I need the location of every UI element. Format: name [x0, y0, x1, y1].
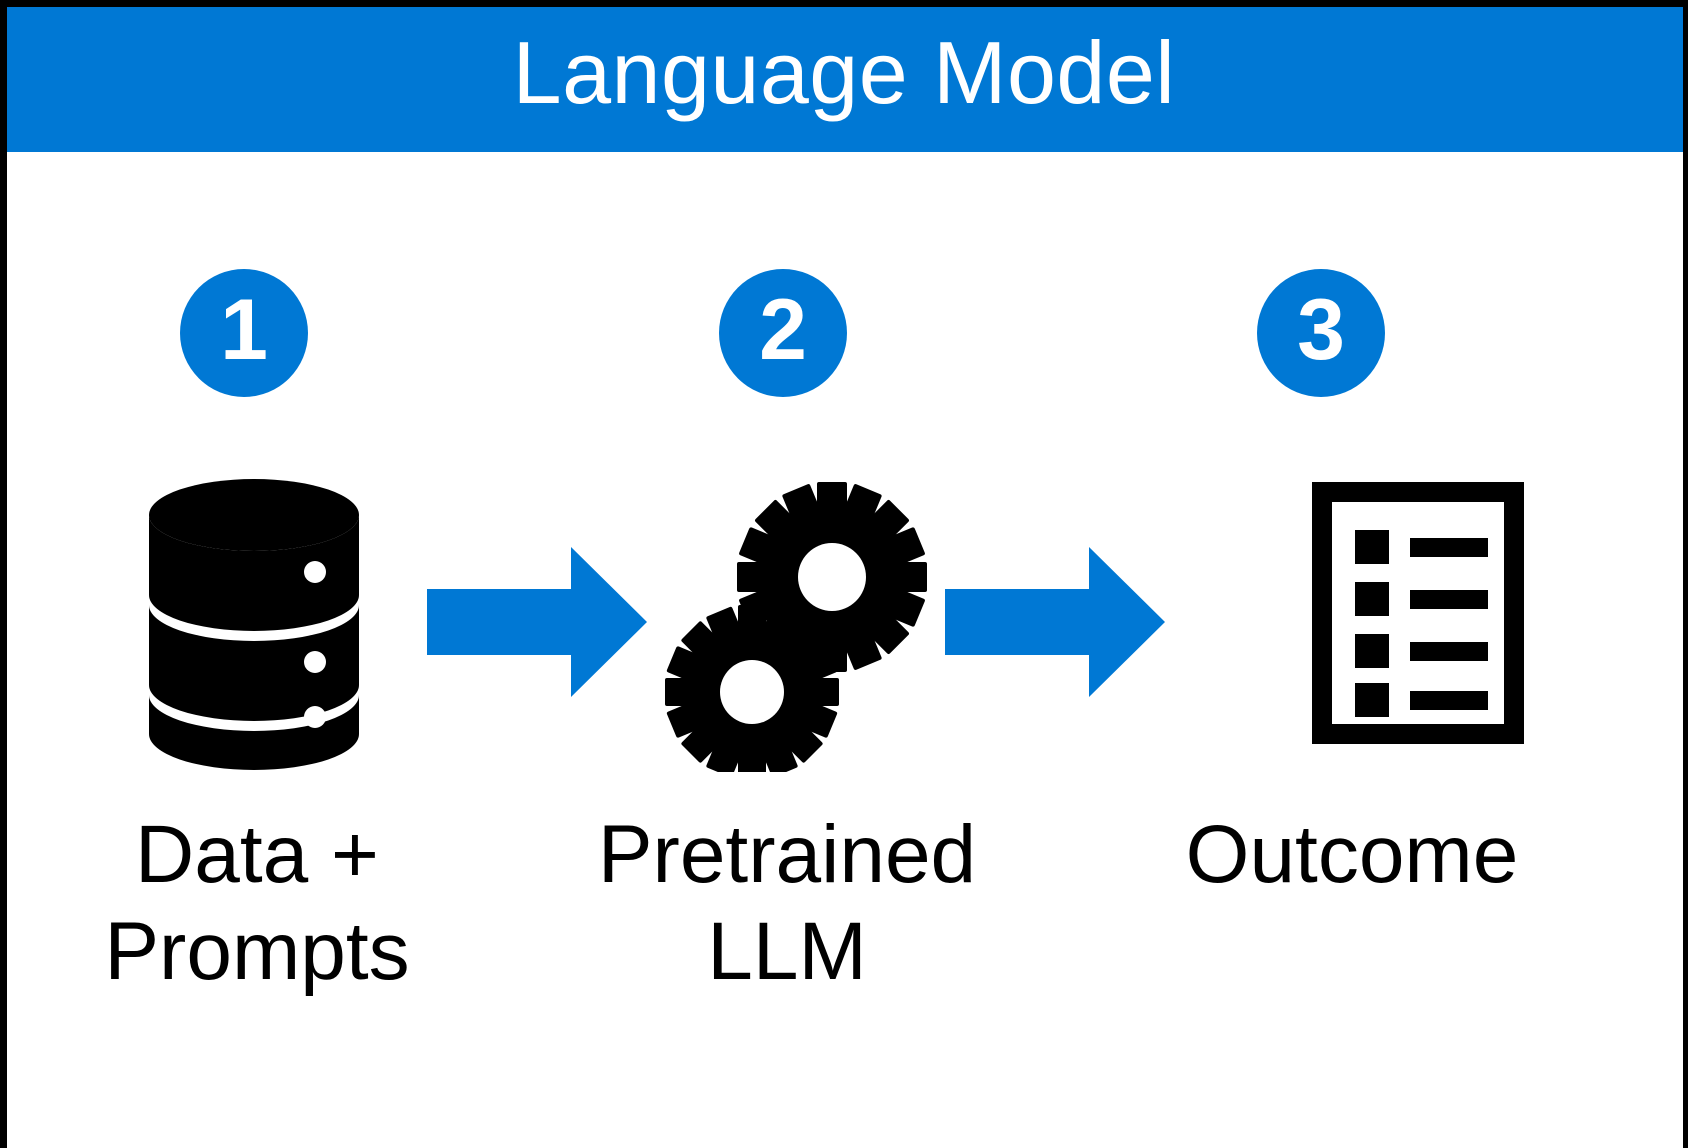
step-number-1: 1	[220, 282, 268, 378]
step-caption-2: Pretrained LLM	[597, 809, 977, 997]
arrow-right-icon	[937, 527, 1172, 717]
page-title: Language Model	[512, 23, 1176, 122]
step-caption-3: Outcome	[1185, 809, 1519, 900]
step-badge-1: 1	[180, 269, 308, 397]
diagram-canvas: 1 Data + Prompts	[7, 152, 1683, 1148]
step-badge-2: 2	[719, 269, 847, 397]
step-number-3: 3	[1297, 282, 1345, 378]
header-band: Language Model	[7, 7, 1683, 152]
document-list-icon	[1307, 472, 1537, 767]
step-number-2: 2	[759, 282, 807, 378]
database-icon	[147, 477, 362, 772]
gears-icon	[657, 472, 927, 779]
arrow-right-icon	[419, 527, 654, 717]
step-badge-3: 3	[1257, 269, 1385, 397]
step-caption-1: Data + Prompts	[104, 809, 410, 997]
